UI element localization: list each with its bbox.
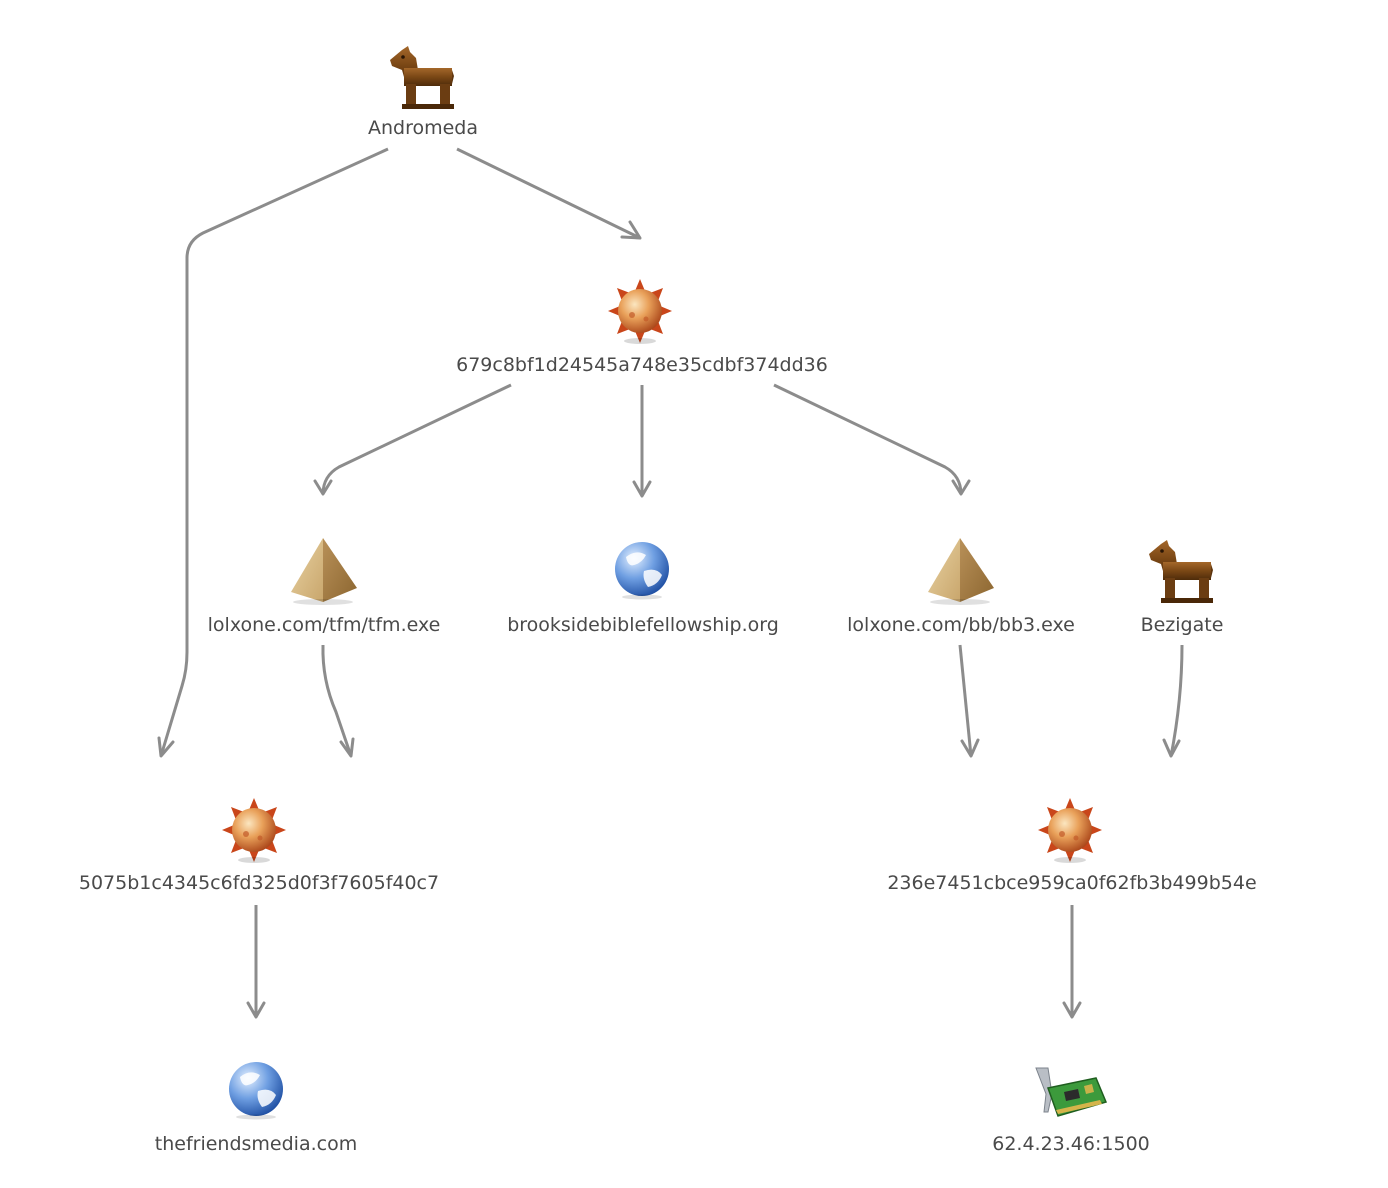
node-ip[interactable]: 62.4.23.46:1500 xyxy=(992,1067,1150,1155)
node-label: lolxone.com/bb/bb3.exe xyxy=(847,614,1075,636)
pyramid-icon xyxy=(928,538,994,605)
node-bezigate[interactable]: Bezigate xyxy=(1141,540,1224,636)
malware-spiked-ball-icon xyxy=(1038,798,1102,863)
edge-hash1-to-tfm xyxy=(313,383,512,496)
edge-andromeda-to-hash1 xyxy=(456,147,642,240)
node-label: Bezigate xyxy=(1141,614,1224,636)
node-label: 679c8bf1d24545a748e35cdbf374dd36 xyxy=(456,354,828,376)
node-label: 62.4.23.46:1500 xyxy=(992,1133,1150,1155)
node-label: 236e7451cbce959ca0f62fb3b499b54e xyxy=(887,872,1256,894)
edge-hash1-to-brookside xyxy=(632,385,652,498)
node-brookside[interactable]: brooksidebiblefellowship.org xyxy=(507,542,779,636)
globe-icon xyxy=(229,1062,283,1120)
node-andromeda[interactable]: Andromeda xyxy=(368,46,478,139)
node-hash3[interactable]: 236e7451cbce959ca0f62fb3b499b54e xyxy=(887,798,1257,894)
edge-hash3-to-ip xyxy=(1062,905,1082,1019)
trojan-horse-icon xyxy=(1149,540,1213,603)
edge-bb3-to-hash3 xyxy=(958,644,980,758)
malware-spiked-ball-icon xyxy=(608,279,672,344)
edges-layer xyxy=(157,147,1184,1019)
node-label: Andromeda xyxy=(368,117,478,139)
edge-hash1-to-bb3 xyxy=(773,383,971,496)
node-tfm[interactable]: lolxone.com/tfm/tfm.exe xyxy=(208,538,441,636)
network-card-icon xyxy=(1035,1067,1108,1117)
edge-bezigate-to-hash3 xyxy=(1162,644,1184,758)
edge-andromeda-to-hash2 xyxy=(157,147,389,758)
node-hash2[interactable]: 5075b1c4345c6fd325d0f3f7605f40c7 xyxy=(79,798,439,894)
node-hash1[interactable]: 679c8bf1d24545a748e35cdbf374dd36 xyxy=(456,279,828,376)
node-label: brooksidebiblefellowship.org xyxy=(507,614,779,636)
pyramid-icon xyxy=(291,538,357,605)
node-label: 5075b1c4345c6fd325d0f3f7605f40c7 xyxy=(79,872,439,894)
node-friends[interactable]: thefriendsmedia.com xyxy=(155,1062,357,1155)
edge-tfm-to-hash2 xyxy=(321,644,355,758)
globe-icon xyxy=(615,542,669,600)
node-label: thefriendsmedia.com xyxy=(155,1133,357,1155)
trojan-horse-icon xyxy=(390,46,454,109)
node-bb3[interactable]: lolxone.com/bb/bb3.exe xyxy=(847,538,1075,636)
malware-spiked-ball-icon xyxy=(222,798,286,863)
node-label: lolxone.com/tfm/tfm.exe xyxy=(208,614,441,636)
edge-hash2-to-friends xyxy=(246,905,266,1019)
